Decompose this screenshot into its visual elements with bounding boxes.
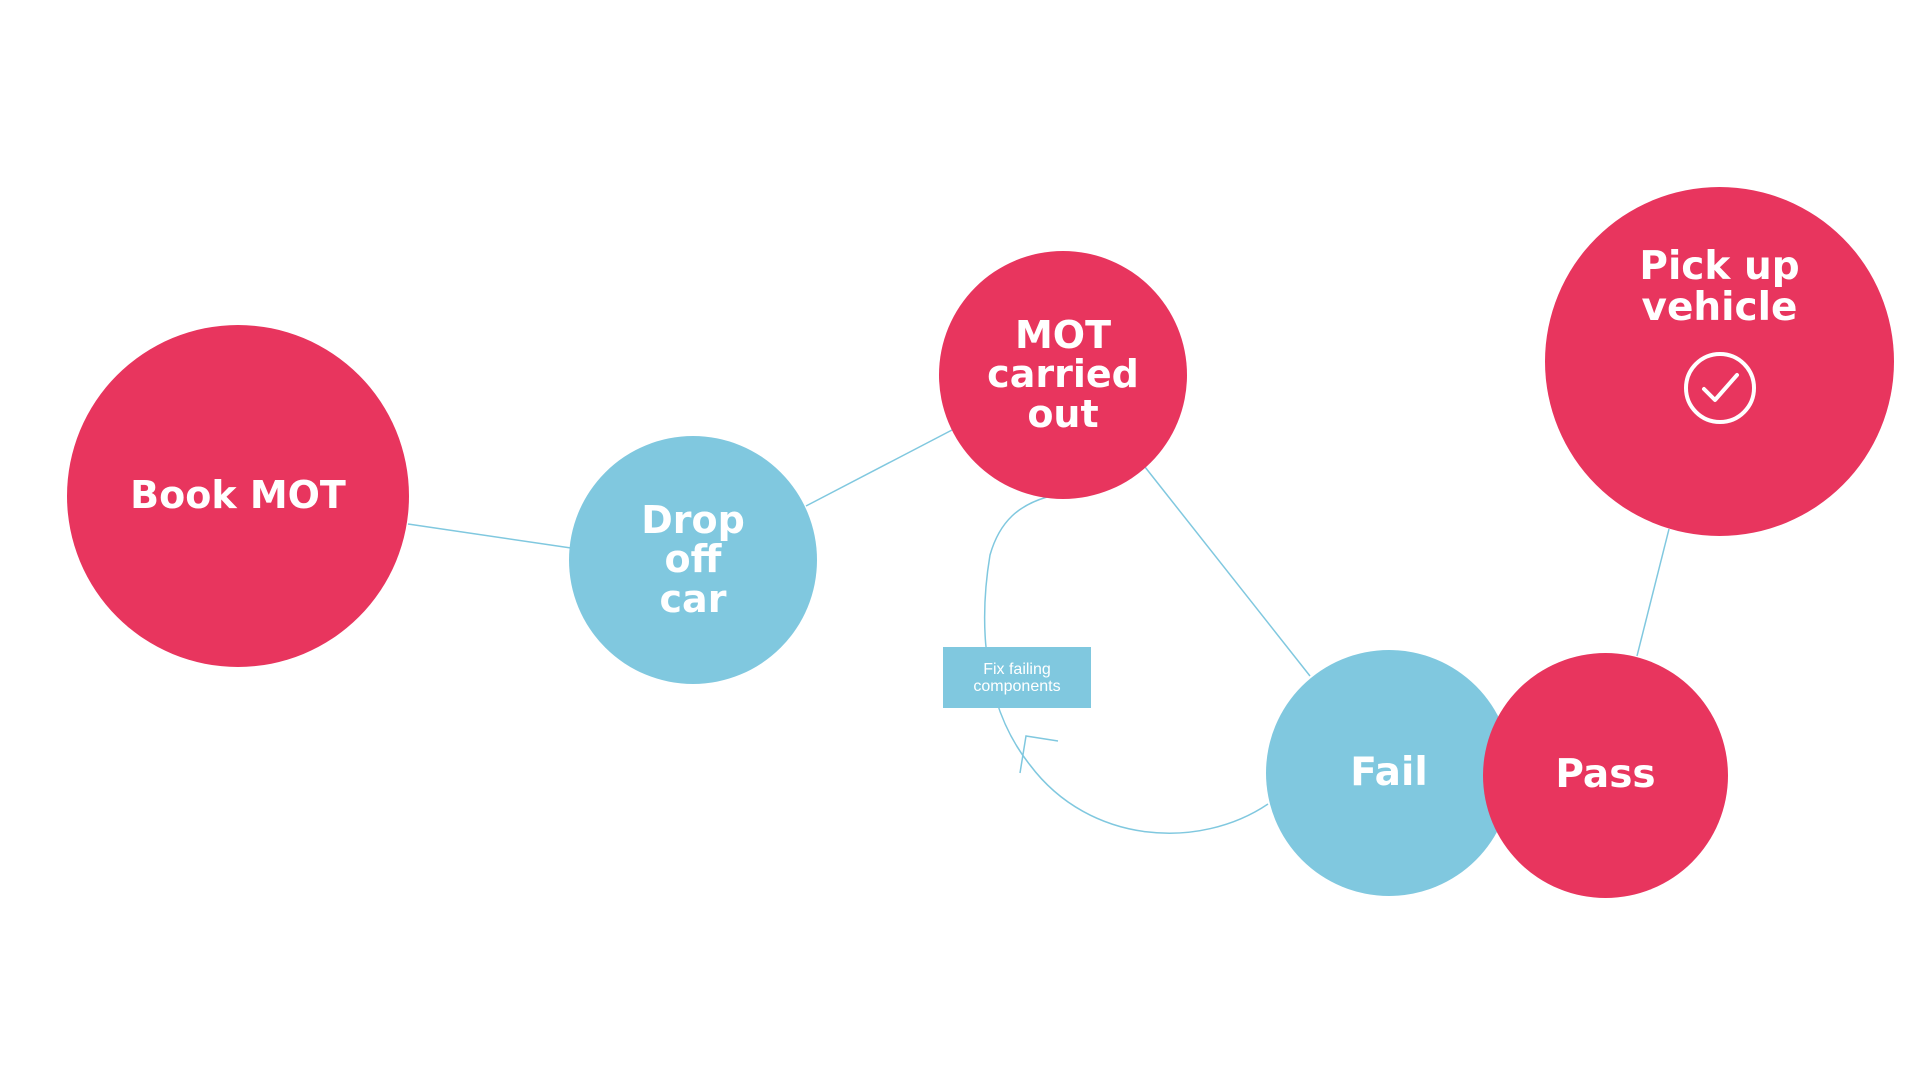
node-mot-carried-out: MOT carried out: [939, 251, 1187, 499]
node-label: Fail: [1350, 749, 1428, 795]
node-label: MOT carried out: [987, 312, 1139, 436]
node-pick-up-vehicle: Pick up vehicle: [1545, 187, 1894, 536]
node-fail: Fail: [1266, 650, 1512, 896]
fix-failing-components-label: Fix failing components: [943, 647, 1091, 708]
checkmark-circle-icon: [1683, 352, 1756, 425]
node-label: Pass: [1555, 752, 1656, 798]
edge-pass-to-pickup: [1636, 528, 1670, 657]
node-label: Pick up vehicle: [1639, 243, 1800, 330]
edge-drop-to-mot: [805, 429, 953, 507]
node-label: Book MOT: [130, 473, 346, 518]
loop-arrowhead-icon: [1019, 735, 1059, 774]
node-book-mot: Book MOT: [67, 325, 409, 667]
node-pass: Pass: [1483, 653, 1728, 898]
node-label: Drop off car: [641, 497, 745, 621]
node-drop-off-car: Drop off car: [569, 436, 817, 684]
edge-book-to-drop: [407, 523, 572, 549]
edge-mot-to-fail: [1144, 466, 1311, 677]
